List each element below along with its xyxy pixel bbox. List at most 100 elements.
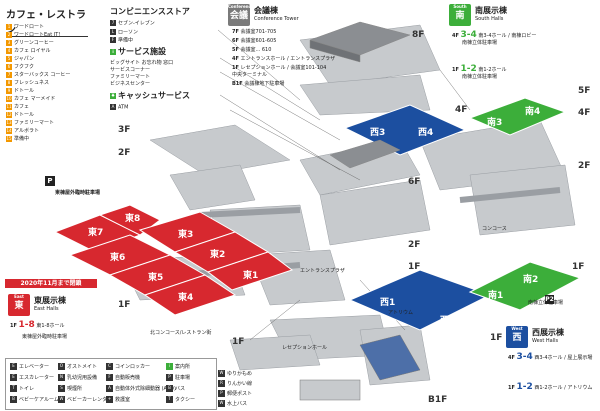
conference-subtitle: Conference Tower xyxy=(254,16,299,22)
hall-label-west-2: 西2 xyxy=(440,316,456,326)
map-label-concourse: コンコース xyxy=(482,226,507,232)
conference-title: 会議棟 xyxy=(254,6,278,15)
hall-label-east-1: 東1 xyxy=(243,271,259,281)
vending-icon: F xyxy=(106,374,113,381)
east-subtitle: East Halls xyxy=(34,306,59,312)
b1-area xyxy=(299,334,421,401)
floor-marker: 2F xyxy=(118,148,131,158)
hall-label-east-6: 東6 xyxy=(110,253,126,263)
floor-marker: B1F xyxy=(428,395,448,405)
floor-marker: 1F xyxy=(232,337,245,347)
south-subtitle: South Halls xyxy=(475,16,504,22)
map-west-parking-icon: P2 xyxy=(545,295,554,304)
parking-icon: P xyxy=(166,374,173,381)
south-rows: 4F 3-4 南3-4ホール / 南棟ロビー 南棟立体駐車場 1F 1-2 南1… xyxy=(452,30,592,80)
hall-label-south-3: 南3 xyxy=(487,118,503,128)
south-row: 4F 3-4 南3-4ホール / 南棟ロビー xyxy=(452,30,537,40)
floor-marker: 2F xyxy=(408,240,421,250)
yurikamome-icon: W xyxy=(218,370,225,377)
floor-marker: 5F xyxy=(578,86,591,96)
hall-label-south-1: 南1 xyxy=(488,291,504,301)
hall-label-west-4: 西4 xyxy=(418,128,434,138)
map-label-east-parking: 東棟屋外臨時駐車場 xyxy=(55,190,101,196)
east-closure-notice: 2020年11月まで閉鎖 xyxy=(5,279,97,288)
south-row: 南棟立体駐車場 xyxy=(462,74,498,80)
hall-label-east-5: 東5 xyxy=(148,273,164,283)
hall-south-1-2 xyxy=(468,261,582,311)
south-halls xyxy=(468,97,582,311)
locker-icon: C xyxy=(106,363,113,370)
floor-marker: 6F xyxy=(408,177,421,187)
hall-label-east-8: 東8 xyxy=(125,214,141,224)
water-bus-icon: W xyxy=(218,400,225,407)
floor-marker: 3F xyxy=(118,125,131,135)
services-item: ビッグサイト お忘れ物 窓口 xyxy=(110,60,174,66)
map-label-north-concourse: 北コンコース/レストラン街 xyxy=(150,330,212,336)
rinkai-line-icon: R xyxy=(218,380,225,387)
conference-row: 4F エントランスホール / エントランスプラザ xyxy=(232,56,336,62)
ostomate-icon: O xyxy=(58,363,65,370)
hall-south-3-4 xyxy=(468,97,567,136)
west-badge: West 西 xyxy=(506,326,528,348)
floor-marker: 1F xyxy=(490,333,503,343)
west-subtitle: West Halls xyxy=(532,338,559,344)
west-rows: 4F 3-4 西3-4ホール / 屋上展示場 1F 1-2 西1-2ホール / … xyxy=(508,352,598,392)
leader-lines xyxy=(217,29,471,341)
escalator-icon: E xyxy=(10,374,17,381)
map-label-reception: レセプションホール xyxy=(282,345,328,351)
hall-label-east-7: 東7 xyxy=(88,228,104,238)
south-title: 南展示棟 xyxy=(475,6,507,15)
conference-row: 6F 会議室601-605 xyxy=(232,38,277,44)
floor-marker: 1F xyxy=(118,300,131,310)
toilet-icon: T xyxy=(10,385,17,392)
hall-east-4 xyxy=(143,274,237,316)
stroller-icon: W xyxy=(58,396,65,403)
floor-marker: 4F xyxy=(455,105,468,115)
east-halls xyxy=(53,204,294,316)
convenience-title: コンビニエンスストア xyxy=(110,7,190,16)
west-row: 4F 3-4 西3-4ホール / 屋上展示場 xyxy=(508,352,593,362)
hall-label-east-2: 東2 xyxy=(210,250,226,260)
hall-label-south-4: 南4 xyxy=(525,107,541,117)
floor-marker: 1F xyxy=(572,262,585,272)
map-label-entrance-plaza: エントランスプラザ xyxy=(300,268,345,274)
east-parking: 東棟屋外臨時駐車場 xyxy=(22,334,68,340)
cash-icon: ¥ xyxy=(110,92,116,99)
conference-row: 中央ターミナル xyxy=(232,72,268,78)
cafe-section: カフェ・レストラン xyxy=(6,6,88,37)
info-icon: i xyxy=(166,363,173,370)
east-row: 1F 1-8 東1-8ホール xyxy=(10,320,65,330)
aed-icon: A xyxy=(106,385,113,392)
west-title: 西展示棟 xyxy=(532,328,564,337)
south-row: 1F 1-2 南1-2ホール xyxy=(452,64,507,74)
